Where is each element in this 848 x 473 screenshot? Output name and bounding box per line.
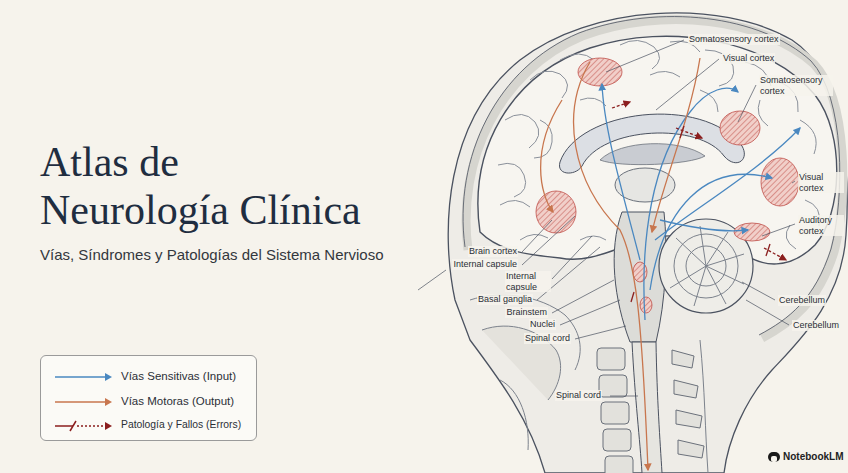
region-label: Visual cortex (722, 53, 775, 64)
region-label: Brainstem (505, 307, 548, 318)
watermark-icon (768, 452, 780, 462)
region-label: Internal capsule (505, 271, 551, 292)
legend-swatch (53, 371, 113, 383)
region-label: Somatosensory cortex (759, 75, 833, 96)
region-label: Nuclei (529, 319, 556, 330)
page-title: Atlas de Neurología Clínica (40, 138, 420, 234)
legend-row: Vías Motoras (Output) (41, 394, 256, 410)
region-label: Visual cortex (798, 172, 844, 193)
watermark: NotebookLM (783, 451, 844, 462)
region-label: Cerebellum (792, 320, 840, 331)
region-label: Cerebellum (778, 295, 826, 306)
region-label: Spinal cord (524, 333, 571, 344)
legend-text: Vías Motoras (Output) (121, 395, 234, 407)
legend-row: Vías Sensitivas (Input) (41, 369, 256, 385)
region-label: Spinal cord (555, 390, 602, 401)
region-label: Internal capsule (452, 259, 518, 270)
region-label: Auditory cortex (798, 215, 844, 236)
legend-row: Patología y Fallos (Errors) (41, 418, 256, 434)
legend-text: Patología y Fallos (Errors) (121, 419, 241, 430)
legend-text: Vías Sensitivas (Input) (121, 370, 236, 382)
legend-swatch (53, 420, 113, 432)
region-label: Brain cortex (468, 246, 518, 257)
region-label: Somatosensory cortex (688, 34, 780, 45)
region-label: Basal ganglia (477, 294, 533, 305)
subtitle: Vías, Síndromes y Patologías del Sistema… (40, 246, 384, 263)
legend-swatch (53, 396, 113, 408)
legend-box: Vías Sensitivas (Input) Vías Motoras (Out… (40, 355, 257, 441)
